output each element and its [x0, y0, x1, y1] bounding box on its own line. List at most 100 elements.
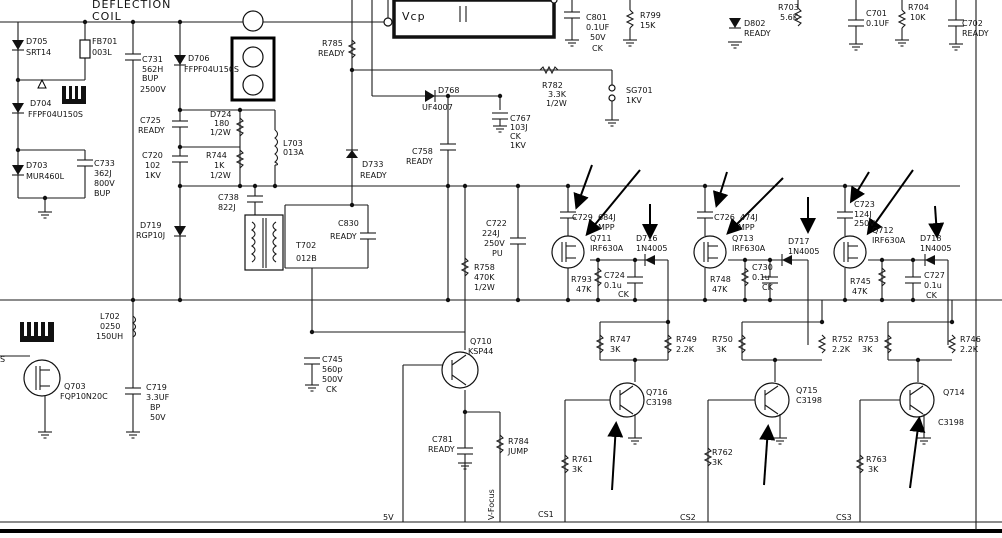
label-d703v: MUR460L — [26, 172, 65, 181]
main-wires — [0, 0, 1002, 522]
label-d716: D716 — [636, 234, 657, 243]
label-c745v2: 500V — [322, 375, 343, 384]
label-r747v: 3K — [610, 345, 621, 354]
label-c722v1: 224J — [482, 229, 500, 238]
label-c781v: READY — [428, 445, 455, 454]
label-q715: Q715 — [796, 386, 818, 395]
diode-d706 — [174, 55, 186, 66]
label-srt14: SRT14 — [26, 48, 51, 57]
label-c720: C720 — [142, 151, 163, 160]
label-c726v: 474J — [740, 213, 758, 222]
capacitor-c730 — [762, 276, 778, 284]
label-c738v: 822J — [218, 203, 236, 212]
spark-gap-sg701 — [608, 70, 616, 120]
label-c731v3: 2500V — [140, 85, 166, 94]
diode-d768 — [425, 90, 436, 102]
diode-d802 — [729, 18, 741, 29]
transformer-t702 — [244, 214, 284, 271]
inductor-l703 — [274, 129, 279, 166]
label-c745: C745 — [322, 355, 343, 364]
label-r762v: 3K — [712, 458, 723, 467]
label-q715v: C3198 — [796, 396, 822, 405]
label-l702v2: 150UH — [96, 332, 123, 341]
capacitor-c726 — [697, 211, 713, 219]
label-c830v: READY — [330, 232, 357, 241]
label-d733: D733 — [362, 160, 383, 169]
warning-icon — [37, 78, 47, 89]
label-r753v: 3K — [862, 345, 873, 354]
label-r782v1: 3.3K — [548, 90, 567, 99]
label-r763v: 3K — [868, 465, 879, 474]
label-d724v1: 180 — [214, 119, 229, 128]
label-fb701v: 003L — [92, 48, 112, 57]
label-cs2: CS2 — [680, 513, 696, 522]
label-cs3: CS3 — [836, 513, 852, 522]
label-c830: C830 — [338, 219, 359, 228]
label-q710: Q710 — [470, 337, 492, 346]
label-c720v1: 102 — [145, 161, 160, 170]
label-q712: Q712 — [872, 226, 894, 235]
label-c719v1: 3.3UF — [146, 393, 170, 402]
label-cs1: CS1 — [538, 510, 554, 519]
label-c781: C781 — [432, 435, 453, 444]
annotation-arrows — [573, 164, 945, 491]
label-d719: D719 — [140, 221, 161, 230]
label-d768v: UF4007 — [422, 103, 453, 112]
vcp-frame — [392, 0, 556, 39]
label-q711: Q711 — [590, 234, 612, 243]
label-l703v: 013A — [283, 148, 304, 157]
capacitor-c702 — [948, 0, 964, 44]
capacitor-c767 — [492, 112, 508, 126]
label-deflection: DEFLECTION — [92, 0, 171, 11]
label-c767v2: CK — [510, 132, 522, 141]
label-r703: R703 — [778, 3, 799, 12]
label-d768: D768 — [438, 86, 459, 95]
label-c702v: READY — [962, 29, 989, 38]
label-c731v2: BUP — [142, 74, 158, 83]
label-mpp1: MPP — [598, 223, 615, 232]
label-r793v: 47K — [576, 285, 592, 294]
capacitor-c722 — [510, 237, 526, 245]
label-c724: C724 — [604, 271, 625, 280]
label-c723v2: 250V — [854, 219, 875, 228]
capacitor-c733 — [77, 159, 93, 167]
label-r749v: 2.2K — [676, 345, 695, 354]
label-q713: Q713 — [732, 234, 754, 243]
label-c722: C722 — [486, 219, 507, 228]
label-r782: R782 — [542, 81, 563, 90]
label-q703: Q703 — [64, 382, 86, 391]
label-l702: L702 — [100, 312, 120, 321]
label-q716v: C3198 — [646, 398, 672, 407]
label-c745v1: 560p — [322, 365, 342, 374]
label-d802v: READY — [744, 29, 771, 38]
label-vcp: Vcp — [402, 10, 426, 23]
label-coil: COIL — [92, 10, 122, 23]
label-r782v2: 1/2W — [546, 99, 567, 108]
capacitor-c801 — [564, 0, 580, 40]
label-d703: D703 — [26, 161, 47, 170]
label-r784v: JUMP — [507, 447, 528, 456]
diode-d719 — [174, 226, 186, 237]
label-c733v1: 362J — [94, 169, 112, 178]
capacitor-c745 — [304, 357, 320, 385]
label-d719v: RGP10J — [136, 231, 165, 240]
label-c727: C727 — [924, 271, 945, 280]
inductor-l702 — [132, 315, 137, 338]
label-sg701v: 1KV — [626, 96, 642, 105]
label-r785: R785 — [322, 39, 343, 48]
capacitor-c738 — [247, 195, 263, 203]
label-q713v: IRF630A — [732, 244, 766, 253]
label-r704v: 10K — [910, 13, 926, 22]
transistor-q716 — [609, 382, 645, 418]
label-r747: R747 — [610, 335, 631, 344]
label-q714v: C3198 — [938, 418, 964, 427]
label-c801: C801 — [586, 13, 607, 22]
heatsink-d704 — [62, 86, 86, 104]
label-c745v3: CK — [326, 385, 338, 394]
label-c767: C767 — [510, 114, 531, 123]
label-c724v2: CK — [618, 290, 630, 299]
label-r763: R763 — [866, 455, 887, 464]
label-d717: D717 — [788, 237, 809, 246]
diode-d705 — [12, 40, 24, 51]
